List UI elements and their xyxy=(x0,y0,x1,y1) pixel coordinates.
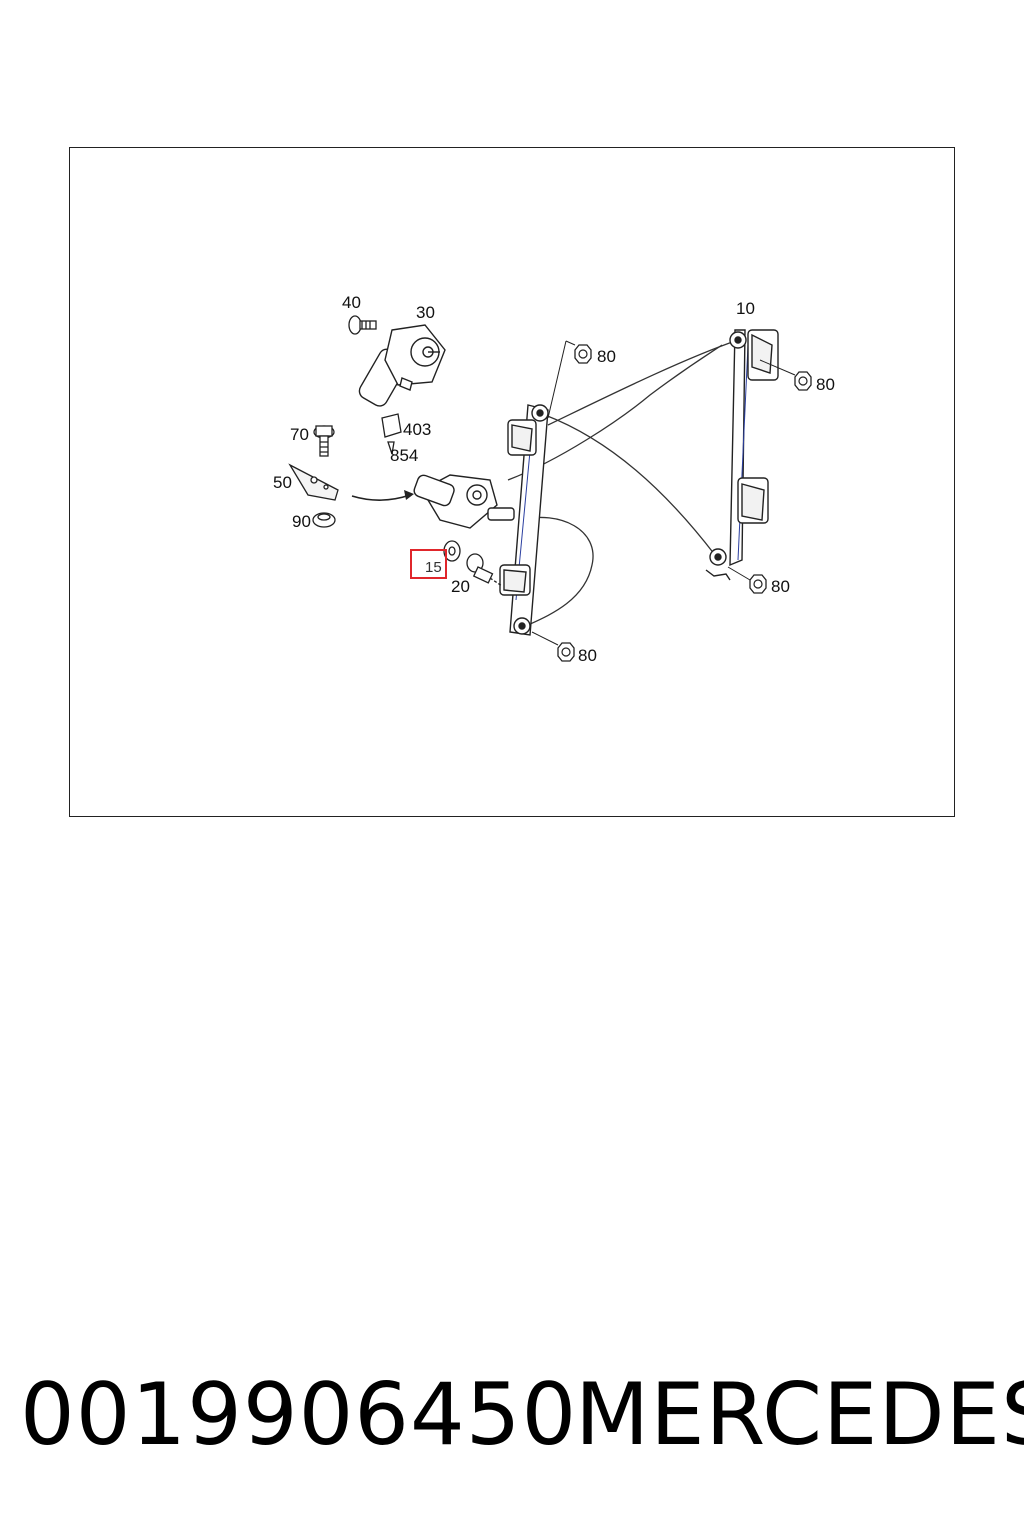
callout-30: 30 xyxy=(416,303,435,322)
window-motor xyxy=(358,324,446,407)
nut-80 xyxy=(749,574,767,594)
leader-line xyxy=(759,359,796,376)
callout-40: 40 xyxy=(342,293,361,312)
left-rail xyxy=(499,404,549,636)
bolt-20 xyxy=(466,553,503,587)
callout-80: 80 xyxy=(578,646,597,665)
nut-90 xyxy=(312,512,336,528)
nut-80 xyxy=(557,642,575,662)
callout-50: 50 xyxy=(273,473,292,492)
callout-10: 10 xyxy=(736,299,755,318)
part-caption: 0019906450 MERCEDES xyxy=(20,1360,1024,1470)
leader-line xyxy=(565,340,576,346)
connector-403 xyxy=(381,413,402,455)
callout-20: 20 xyxy=(451,577,470,596)
bracket-50 xyxy=(288,463,339,501)
leader-line xyxy=(547,340,567,419)
leader-line xyxy=(531,631,559,646)
callout-854: 854 xyxy=(390,446,418,465)
callout-80: 80 xyxy=(816,375,835,394)
callout-80: 80 xyxy=(771,577,790,596)
callout-70: 70 xyxy=(290,425,309,444)
bolt-70 xyxy=(313,425,335,457)
nut-80 xyxy=(574,344,592,364)
leader-line xyxy=(727,566,751,581)
callout-15: 15 xyxy=(425,559,442,576)
brand-name: MERCEDES xyxy=(575,1365,1024,1465)
callout-90: 90 xyxy=(292,512,311,531)
drive-unit xyxy=(413,474,515,529)
highlight-box xyxy=(410,549,447,579)
screw-40 xyxy=(348,315,377,335)
right-rail xyxy=(705,329,779,581)
callout-80: 80 xyxy=(597,347,616,366)
part-number: 0019906450 xyxy=(20,1365,578,1465)
callout-403: 403 xyxy=(403,420,431,439)
assembly-arrow xyxy=(351,494,411,501)
cables xyxy=(507,339,739,626)
diagram-frame xyxy=(69,147,955,817)
nut-80 xyxy=(794,371,812,391)
